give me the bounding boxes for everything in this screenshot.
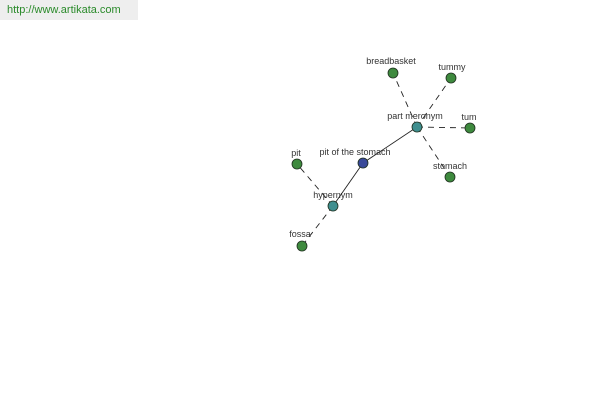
edge-center-hypernym bbox=[332, 162, 364, 207]
node-label-meronym[interactable]: part meronym bbox=[387, 111, 443, 121]
node-pit[interactable] bbox=[291, 158, 303, 170]
edge-hypernym-fossa bbox=[301, 205, 334, 247]
node-label-hypernym[interactable]: hypernym bbox=[313, 190, 353, 200]
node-tum[interactable] bbox=[464, 122, 476, 134]
site-banner: http://www.artikata.com bbox=[0, 0, 138, 20]
node-center[interactable] bbox=[357, 157, 369, 169]
node-fossa[interactable] bbox=[296, 240, 308, 252]
edge-center-meronym bbox=[362, 126, 418, 164]
node-breadbasket[interactable] bbox=[387, 67, 399, 79]
edge-meronym-tum bbox=[416, 126, 471, 129]
node-meronym[interactable] bbox=[411, 121, 423, 133]
node-label-center[interactable]: pit of the stomach bbox=[319, 147, 390, 157]
edge-meronym-stomach bbox=[416, 126, 451, 178]
node-label-breadbasket[interactable]: breadbasket bbox=[366, 56, 416, 66]
node-label-pit[interactable]: pit bbox=[291, 148, 301, 158]
edge-meronym-tummy bbox=[416, 77, 452, 128]
site-url-link[interactable]: http://www.artikata.com bbox=[7, 4, 121, 16]
edge-meronym-breadbasket bbox=[392, 72, 418, 128]
node-label-fossa[interactable]: fossa bbox=[289, 229, 311, 239]
node-tummy[interactable] bbox=[445, 72, 457, 84]
edges-layer bbox=[296, 72, 471, 247]
node-hypernym[interactable] bbox=[327, 200, 339, 212]
nodes-layer: pit of the stomach part meronym hypernym br… bbox=[289, 56, 477, 252]
node-label-stomach[interactable]: stomach bbox=[433, 161, 467, 171]
edge-hypernym-pit bbox=[296, 163, 334, 207]
node-label-tummy[interactable]: tummy bbox=[439, 62, 467, 72]
node-stomach[interactable] bbox=[444, 171, 456, 183]
node-label-tum[interactable]: tum bbox=[461, 112, 476, 122]
